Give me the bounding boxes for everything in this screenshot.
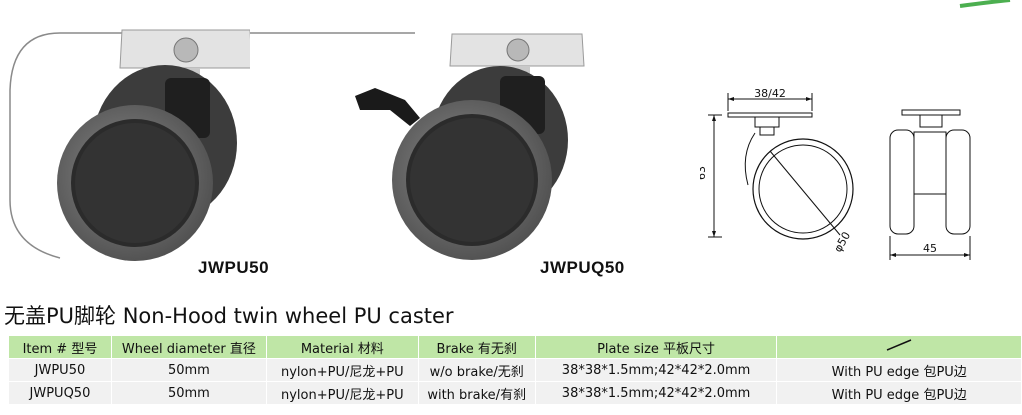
spec-table: Item # 型号 Wheel diameter 直径 Material 材料 … bbox=[8, 335, 1022, 405]
table-row: JWPU50 50mm nylon+PU/尼龙+PU w/o brake/无刹 … bbox=[8, 358, 1022, 382]
cell-extra: With PU edge 包PU边 bbox=[776, 358, 1022, 382]
caster-photo-jwpu50 bbox=[57, 29, 250, 261]
cell-diameter: 50mm bbox=[110, 381, 267, 405]
dimension-diameter-text: φ50 bbox=[831, 230, 853, 255]
product-title: 无盖PU脚轮 Non-Hood twin wheel PU caster bbox=[4, 304, 454, 328]
dimension-width-text: 38/42 bbox=[754, 87, 786, 100]
table-row: JWPUQ50 50mm nylon+PU/尼龙+PU with brake/有… bbox=[8, 381, 1022, 405]
dimension-drawing-side: 45 bbox=[889, 109, 971, 260]
cell-plate-size: 38*38*1.5mm;42*42*2.0mm bbox=[534, 358, 778, 382]
header-item: Item # 型号 bbox=[8, 335, 112, 359]
cell-plate-size: 38*38*1.5mm;42*42*2.0mm bbox=[534, 381, 778, 405]
cell-material: nylon+PU/尼龙+PU bbox=[265, 358, 419, 382]
dimension-height-text: 63 bbox=[700, 166, 708, 180]
header-brake: Brake 有无刹 bbox=[417, 335, 536, 359]
model-label-jwpuq50: JWPUQ50 bbox=[540, 258, 625, 277]
cell-item: JWPU50 bbox=[8, 358, 112, 382]
header-plate-size: Plate size 平板尺寸 bbox=[534, 335, 778, 359]
cell-extra: With PU edge 包PU边 bbox=[776, 381, 1022, 405]
cell-diameter: 50mm bbox=[110, 358, 267, 382]
header-wheel-diameter: Wheel diameter 直径 bbox=[110, 335, 267, 359]
model-label-jwpu50: JWPU50 bbox=[198, 258, 270, 277]
caster-photo-jwpuq50 bbox=[355, 33, 585, 260]
header-extra bbox=[776, 335, 1022, 359]
cell-item: JWPUQ50 bbox=[8, 381, 112, 405]
corner-accent bbox=[959, 0, 1011, 8]
table-header-row: Item # 型号 Wheel diameter 直径 Material 材料 … bbox=[8, 335, 1022, 359]
dimension-drawing-front: 38/42 63 φ50 bbox=[700, 87, 854, 255]
cell-brake: with brake/有刹 bbox=[417, 381, 536, 405]
cell-material: nylon+PU/尼龙+PU bbox=[265, 381, 419, 405]
header-material: Material 材料 bbox=[265, 335, 419, 359]
cell-brake: w/o brake/无刹 bbox=[417, 358, 536, 382]
dimension-side-width-text: 45 bbox=[923, 242, 937, 255]
slash-mark bbox=[886, 339, 912, 351]
